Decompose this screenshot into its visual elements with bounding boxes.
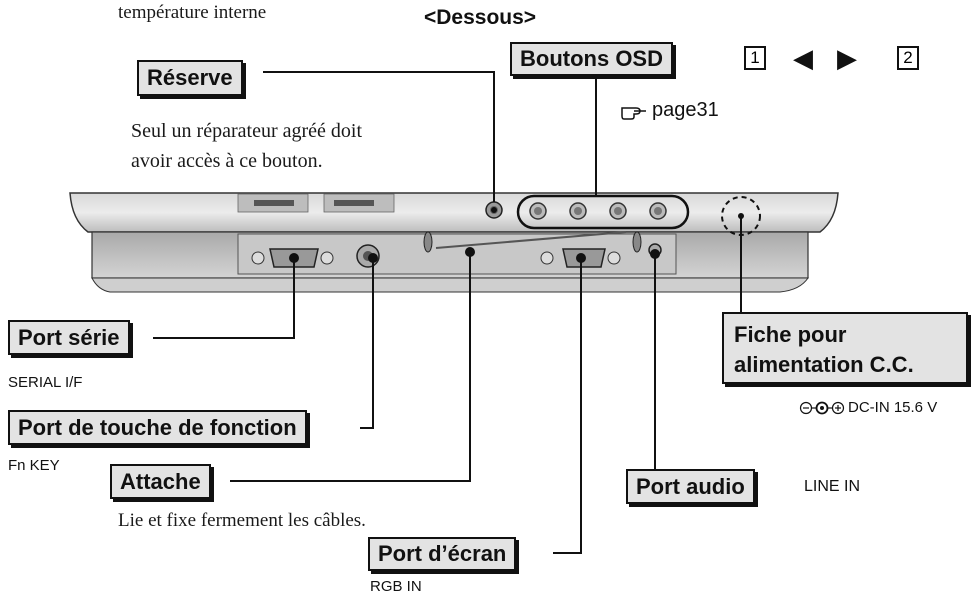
osd-buttons-label: Boutons OSD xyxy=(510,42,673,76)
dc-spec-text: DC-IN 15.6 V xyxy=(848,399,938,416)
view-title: <Dessous> xyxy=(424,6,537,29)
attache-label: Attache xyxy=(110,464,211,499)
screen-port-label: Port d’écran xyxy=(368,537,517,571)
dc-label-line1: Fiche pour xyxy=(734,322,847,347)
dc-power-label: Fiche pour alimentation C.C. xyxy=(722,312,968,384)
serial-port-label: Port série xyxy=(8,320,130,355)
osd-buttons xyxy=(516,194,690,230)
audio-port-label: Port audio xyxy=(626,469,755,504)
right-arrow-icon: ▶ xyxy=(837,43,857,73)
reserve-note: Seul un réparateur agréé doit avoir accè… xyxy=(131,116,362,176)
reserve-note-line2: avoir accès à ce bouton. xyxy=(131,150,323,172)
cable-clamps xyxy=(423,231,642,253)
reserve-label: Réserve xyxy=(137,60,243,96)
ecran-sub: RGB IN xyxy=(370,578,422,595)
osd-page-ref: page31 xyxy=(620,99,719,122)
attache-desc: Lie et fixe fermement les câbles. xyxy=(118,510,366,531)
dc-spec: DC-IN 15.6 V xyxy=(799,399,937,416)
reserve-note-line1: Seul un réparateur agréé doit xyxy=(131,120,363,142)
fn-key-port-label: Port de touche de fonction xyxy=(8,410,307,445)
dc-polarity-icon xyxy=(799,401,845,414)
leader-lines xyxy=(153,71,742,554)
left-arrow-icon: ◀ xyxy=(793,43,813,73)
osd-key-2: 2 xyxy=(897,46,919,70)
osd-page-text: page31 xyxy=(652,99,719,121)
dc-label-line2: alimentation C.C. xyxy=(734,352,914,377)
fn-sub: Fn KEY xyxy=(8,457,60,474)
top-caption: température interne xyxy=(118,2,267,23)
osd-key-1: 1 xyxy=(744,46,766,70)
pointing-hand-icon xyxy=(621,106,646,120)
audio-sub: LINE IN xyxy=(804,478,861,495)
serial-sub: SERIAL I/F xyxy=(8,374,83,391)
